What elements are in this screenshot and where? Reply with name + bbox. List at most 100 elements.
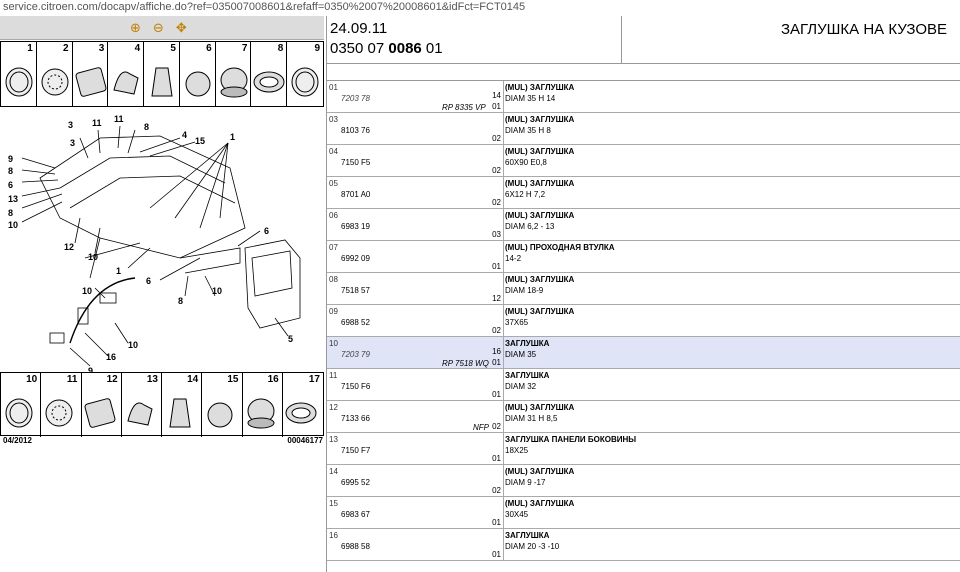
thumb-part-4[interactable]: 4 <box>108 42 145 106</box>
thumb-part-6[interactable]: 6 <box>180 42 216 106</box>
callout-label[interactable]: 10 <box>8 220 18 230</box>
callout-label[interactable]: 8 <box>8 208 13 218</box>
row-index: 11 <box>329 371 338 380</box>
thumb-part-1[interactable]: 1 <box>1 42 37 106</box>
row-index: 03 <box>329 115 338 124</box>
quantity: 02 <box>492 486 501 495</box>
part-code: 6983 19 <box>341 222 370 231</box>
quantity: 02 <box>492 198 501 207</box>
callout-label[interactable]: 11 <box>92 118 102 128</box>
row-index: 08 <box>329 275 338 284</box>
part-icon <box>291 67 319 97</box>
header-divider <box>621 16 622 64</box>
callout-label[interactable]: 10 <box>88 252 98 262</box>
callout-label[interactable]: 9 <box>8 154 13 164</box>
callout-label[interactable]: 10 <box>212 286 222 296</box>
zoom-in-icon[interactable]: ⊕ <box>130 19 141 35</box>
thumb-part-11[interactable]: 11 <box>41 373 82 437</box>
thumb-part-14[interactable]: 14 <box>162 373 203 437</box>
callout-label[interactable]: 16 <box>106 352 116 362</box>
thumb-part-12[interactable]: 12 <box>82 373 122 437</box>
part-name: ЗАГЛУШКА <box>505 371 550 380</box>
callout-label[interactable]: 9 <box>88 366 93 376</box>
quantity: 02 <box>492 134 501 143</box>
part-code: 7150 F6 <box>341 382 371 391</box>
ref-bold: 0086 <box>388 40 422 57</box>
callout-label[interactable]: 8 <box>178 296 183 306</box>
part-name: ЗАГЛУШКА ПАНЕЛИ БОКОВИНЫ <box>505 435 637 444</box>
callout-label[interactable]: 8 <box>8 166 13 176</box>
callout-label[interactable]: 3 <box>68 120 73 130</box>
part-code: 8701 A0 <box>341 190 371 199</box>
thumb-part-17[interactable]: 17 <box>283 373 323 437</box>
callout-label[interactable]: 6 <box>264 226 269 236</box>
part-reference: RP 8335 VP <box>442 103 486 112</box>
quantity: 01 <box>492 550 501 559</box>
part-icon <box>207 402 233 428</box>
quantity: 01 <box>492 390 501 399</box>
callout-label[interactable]: 5 <box>288 334 293 344</box>
zoom-out-icon[interactable]: ⊖ <box>152 19 164 35</box>
thumb-part-5[interactable]: 5 <box>144 42 180 106</box>
header-date: 24.09.11 <box>330 20 388 37</box>
thumb-part-10[interactable]: 10 <box>1 373 42 437</box>
part-name: (MUL) ЗАГЛУШКА <box>505 499 575 508</box>
pan-icon[interactable]: ✥ <box>175 19 187 35</box>
part-icon <box>285 402 317 424</box>
callout-label[interactable]: 15 <box>195 136 205 146</box>
callout-label[interactable]: 6 <box>8 180 13 190</box>
part-code: 7150 F7 <box>341 446 371 455</box>
thumb-part-3[interactable]: 3 <box>73 42 109 106</box>
thumb-part-16[interactable]: 16 <box>243 373 283 437</box>
thumb-part-15[interactable]: 15 <box>202 373 243 437</box>
thumb-part-2[interactable]: 2 <box>37 42 73 106</box>
callout-label[interactable]: 12 <box>64 242 74 252</box>
thumb-part-7[interactable]: 7 <box>216 42 252 106</box>
thumb-part-13[interactable]: 13 <box>122 373 162 437</box>
part-description: 37X65 <box>505 318 529 327</box>
parts-list-panel: 24.09.11 0350 07 0086 01 ЗАГЛУШКА НА КУЗ… <box>326 16 960 572</box>
quantity: 12 <box>492 294 501 303</box>
callout-label[interactable]: 13 <box>8 194 18 204</box>
callout-label[interactable]: 4 <box>182 130 187 140</box>
page-title: ЗАГЛУШКА НА КУЗОВЕ <box>780 21 947 38</box>
row-index: 01 <box>329 83 338 92</box>
callout-label[interactable]: 10 <box>128 340 138 350</box>
part-description: 30X45 <box>505 510 529 519</box>
thumb-part-8[interactable]: 8 <box>251 42 288 106</box>
part-icon <box>220 67 248 98</box>
part-name: ЗАГЛУШКА <box>505 339 550 348</box>
column-divider <box>503 273 504 305</box>
callout-label[interactable]: 3 <box>70 138 75 148</box>
thumb-number: 16 <box>267 374 279 385</box>
address-bar[interactable]: service.citroen.com/docapv/affiche.do?re… <box>0 0 960 16</box>
callout-label[interactable]: 11 <box>114 114 124 124</box>
callout-label[interactable]: 10 <box>82 286 92 296</box>
thumb-part-9[interactable]: 9 <box>287 42 323 106</box>
thumb-number: 9 <box>314 43 321 54</box>
row-index: 13 <box>329 435 338 444</box>
callout-label[interactable]: 6 <box>146 276 151 286</box>
callout-label[interactable]: 1 <box>230 132 235 142</box>
callout-label[interactable]: 1 <box>116 266 121 276</box>
callout-label[interactable]: 8 <box>144 122 149 132</box>
